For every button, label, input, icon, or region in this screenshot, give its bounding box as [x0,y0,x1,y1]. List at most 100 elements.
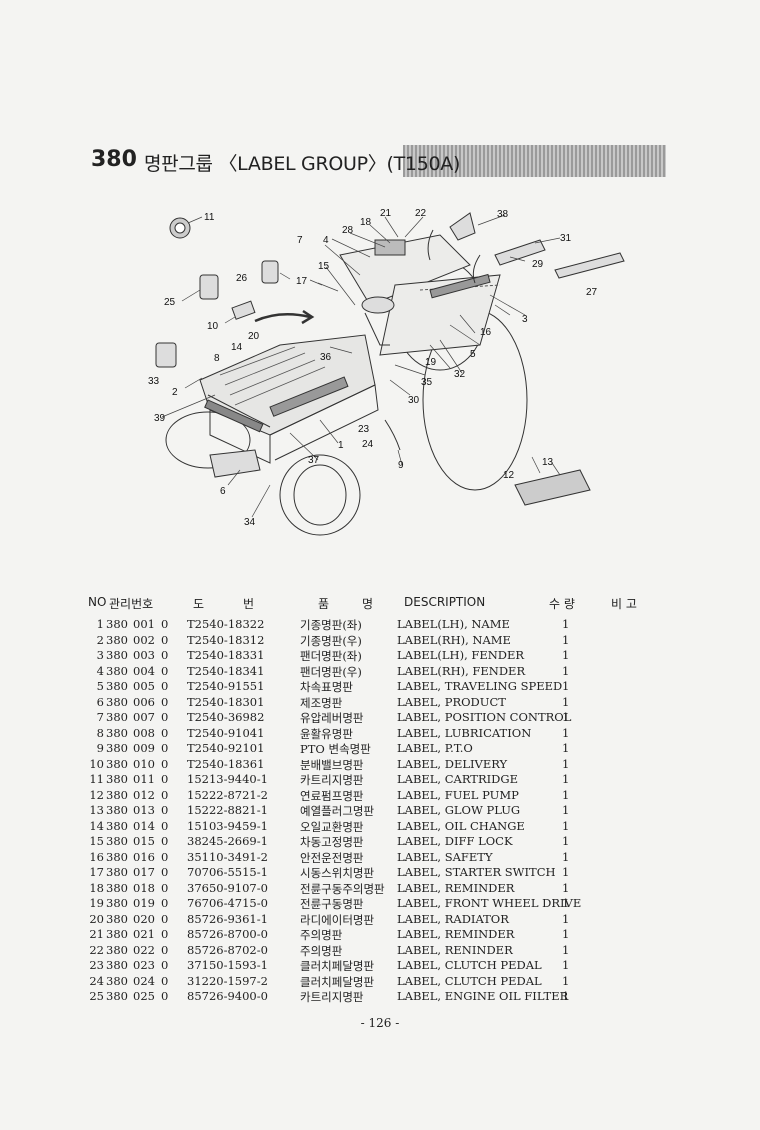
svg-text:27: 27 [586,287,598,298]
description: LABEL, REMINDER [397,880,515,895]
svg-text:17: 17 [296,276,308,287]
check-digit: 0 [161,694,169,709]
group-code: 380 [106,958,128,972]
sequence-code: 011 [133,772,155,786]
check-digit: 0 [161,818,169,833]
part-number: 37650-9107-0 [187,880,268,895]
description: LABEL, DIFF LOCK [397,834,513,848]
group-code: 380 [106,725,128,740]
page-number: - 126 - [360,1016,400,1030]
group-code: 380 [106,865,128,879]
sequence-code: 016 [133,849,155,864]
row-number: 25 [89,989,104,1003]
check-digit: 0 [161,648,169,662]
quantity: 1 [562,911,570,926]
quantity: 1 [562,942,570,957]
svg-text:26: 26 [236,273,248,284]
sequence-code: 009 [133,741,155,755]
svg-text:4: 4 [323,235,329,246]
row-number: 20 [89,911,104,926]
group-code: 380 [106,911,128,926]
sequence-code: 025 [133,989,155,1003]
description: LABEL, P.T.O [397,741,473,755]
korean-name: 팬더명판(좌) [300,649,362,663]
row-number: 2 [96,632,104,647]
sequence-code: 017 [133,865,155,879]
row-number: 16 [89,849,104,864]
check-digit: 0 [161,663,169,678]
check-digit: 0 [161,787,169,802]
sequence-code: 024 [133,973,155,988]
quantity: 1 [562,663,570,678]
korean-name: 연료펌프명판 [300,788,364,803]
part-number: T2540-91551 [187,679,265,693]
group-code: 380 [106,632,128,647]
check-digit: 0 [161,880,169,895]
korean-name: 클러치페달명판 [300,974,375,989]
quantity: 1 [562,927,570,941]
svg-text:16: 16 [480,327,492,338]
sequence-code: 010 [133,756,155,771]
quantity: 1 [562,880,570,895]
description: LABEL(LH), NAME [397,617,510,631]
svg-text:21: 21 [380,208,392,219]
quantity: 1 [562,865,570,879]
group-code: 380 [106,803,128,817]
group-code: 380 [106,679,128,693]
quantity: 1 [562,648,570,662]
korean-name: 예열플러그명판 [300,804,375,818]
sequence-code: 022 [133,942,155,957]
row-number: 6 [96,694,104,709]
group-code: 380 [106,648,128,662]
svg-text:24: 24 [362,439,374,450]
korean-name: 팬더명판(우) [300,664,362,679]
group-code: 380 [106,756,128,771]
sequence-code: 008 [133,725,155,740]
check-digit: 0 [161,911,169,926]
description: LABEL(RH), NAME [397,632,511,647]
row-number: 14 [89,818,104,833]
quantity: 1 [562,694,570,709]
group-code: 380 [106,617,128,631]
row-number: 12 [89,787,104,802]
description: LABEL, RADIATOR [397,911,509,926]
quantity: 1 [562,973,570,988]
part-number: T2540-92101 [187,741,265,755]
column-header-no: NO [88,595,107,609]
part-number: 31220-1597-2 [187,973,268,988]
row-number: 11 [89,772,104,786]
svg-text:22: 22 [415,208,427,219]
quantity: 1 [562,679,570,693]
quantity: 1 [562,989,570,1003]
korean-name: PTO 변속명판 [300,742,371,756]
svg-text:5: 5 [470,349,476,360]
svg-text:28: 28 [342,225,354,236]
korean-name: 주의명판 [300,943,343,958]
quantity: 1 [562,818,570,833]
svg-text:35: 35 [421,377,433,388]
sequence-code: 012 [133,787,155,802]
quantity: 1 [562,632,570,647]
group-code: 380 [106,772,128,786]
row-number: 22 [89,942,104,957]
group-code: 380 [106,818,128,833]
svg-text:25: 25 [164,297,176,308]
svg-text:10: 10 [207,321,219,332]
description: LABEL, CLUTCH PEDAL [397,973,542,988]
svg-text:38: 38 [497,209,509,220]
description: LABEL, ENGINE OIL FILTER [397,989,569,1003]
korean-name: 기종명판(우) [300,633,362,648]
part-number: 85726-9400-0 [187,989,268,1003]
quantity: 1 [562,741,570,755]
column-header-name-2: 명 [362,597,374,611]
group-code: 380 [106,741,128,755]
